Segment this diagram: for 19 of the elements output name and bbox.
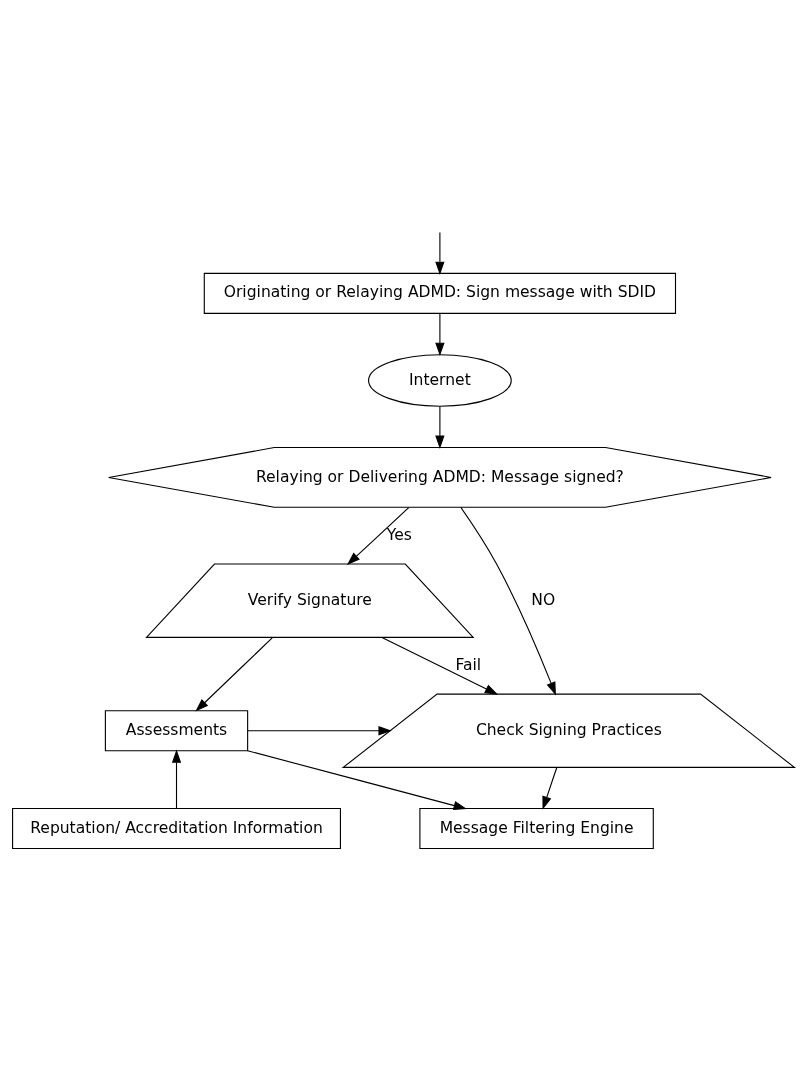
node-box: Assessments bbox=[104, 709, 249, 751]
node-box: Originating or Relaying ADMD: Sign message with SDID bbox=[203, 272, 677, 314]
edge-label: Fail bbox=[455, 655, 482, 674]
arrow bbox=[542, 766, 558, 810]
arrow bbox=[247, 725, 392, 735]
arrow bbox=[171, 749, 182, 809]
node-box: Message Filtering Engine bbox=[419, 807, 654, 849]
arrow bbox=[381, 636, 499, 695]
node-box: Reputation/ Accreditation Information bbox=[12, 807, 341, 849]
arrow bbox=[195, 636, 274, 712]
node-ellipse: Internet bbox=[368, 353, 512, 407]
arrow bbox=[460, 506, 556, 695]
edge-label: Yes bbox=[386, 525, 412, 544]
arrow bbox=[435, 231, 445, 275]
arrow bbox=[435, 312, 445, 356]
arrow bbox=[435, 405, 445, 449]
arrow bbox=[247, 749, 467, 810]
edge-label: NO bbox=[531, 590, 556, 609]
arrow bbox=[346, 506, 410, 565]
